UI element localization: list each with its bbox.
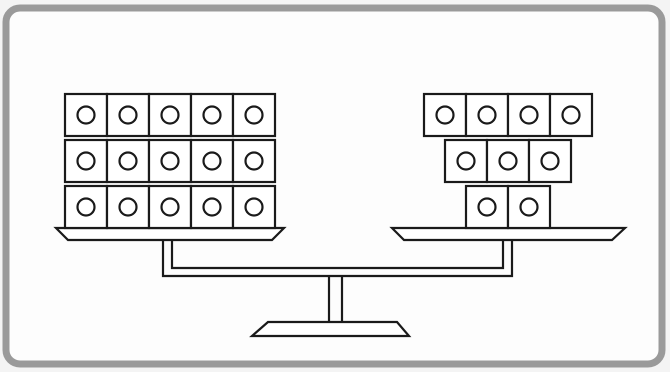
left-pan — [56, 228, 284, 240]
left-cube — [65, 186, 107, 228]
left-cube — [191, 186, 233, 228]
left-cube — [191, 94, 233, 136]
right-cube — [529, 140, 571, 182]
left-cube — [107, 186, 149, 228]
right-cube — [466, 94, 508, 136]
right-cube — [466, 186, 508, 228]
left-cube — [233, 140, 275, 182]
right-cube — [424, 94, 466, 136]
left-cube — [107, 94, 149, 136]
left-cube — [149, 186, 191, 228]
left-cube — [65, 140, 107, 182]
left-cube — [107, 140, 149, 182]
right-pan — [392, 228, 625, 240]
left-cube-stack — [65, 94, 275, 228]
left-cube — [149, 140, 191, 182]
left-cube — [191, 140, 233, 182]
left-cube — [65, 94, 107, 136]
right-cube — [508, 186, 550, 228]
right-cube — [508, 94, 550, 136]
right-cube — [487, 140, 529, 182]
right-cube — [445, 140, 487, 182]
left-cube — [149, 94, 191, 136]
left-cube — [233, 94, 275, 136]
right-cube — [550, 94, 592, 136]
left-cube — [233, 186, 275, 228]
scale-base — [252, 322, 409, 336]
